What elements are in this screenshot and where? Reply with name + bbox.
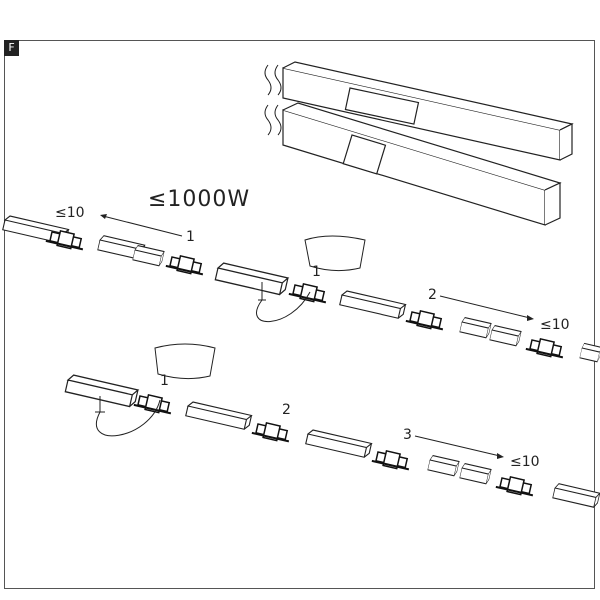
- row2-feed-1: 1: [160, 373, 169, 389]
- row1-step-2: 2: [428, 287, 437, 303]
- large-rail-upper: [282, 61, 574, 161]
- row1-feed-1: 1: [312, 264, 321, 280]
- row1-step-1: 1: [186, 229, 195, 245]
- track-row-1: [2, 214, 600, 363]
- track-row-2: [64, 343, 600, 509]
- max-power-label: ≤1000W: [148, 187, 251, 212]
- row2-step-2: 2: [282, 402, 291, 418]
- large-rail-lower: [282, 102, 562, 226]
- row2-max-count-right: ≤10: [510, 454, 540, 470]
- break-marks: [264, 64, 282, 136]
- row2-step-3: 3: [403, 427, 412, 443]
- diagram-frame: [4, 40, 595, 589]
- section-badge: F: [4, 40, 19, 56]
- row1-max-count: ≤10: [55, 205, 85, 221]
- row1-max-count-right: ≤10: [540, 317, 570, 333]
